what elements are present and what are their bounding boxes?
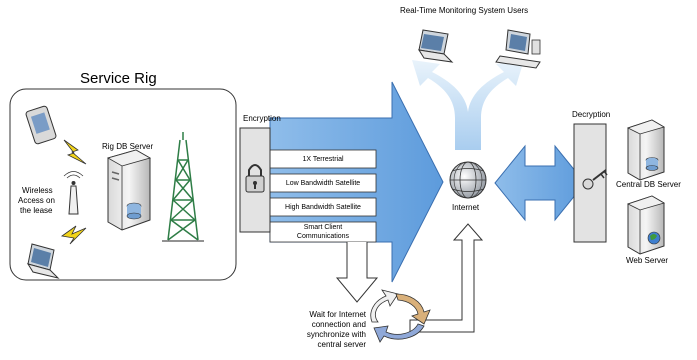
decryption-label: Decryption [572,110,611,119]
desktop-computer-icon [495,29,541,69]
sync-cycle-icon [370,289,431,343]
link-1x-terrestrial: 1X Terrestrial [302,156,344,163]
wireless-label-line1: Wireless [22,186,53,195]
lightning-icon [63,139,87,165]
pda-icon [25,105,57,145]
server-icon [626,195,666,255]
smart-client-down-arrow [335,242,379,303]
monitoring-users-label: Real-Time Monitoring System Users [400,6,529,15]
monitoring-fan-arrow [412,60,524,150]
link-smart-client-line1: Smart Client [303,224,343,231]
key-icon [582,169,608,190]
wireless-label-line2: Access on [18,196,55,205]
antenna-icon [63,171,84,215]
server-icon [626,119,666,181]
laptop-icon [417,29,454,63]
service-rig-title: Service Rig [80,70,157,87]
wait-label-line4: central server [317,340,366,349]
encryption-label: Encryption [243,114,281,123]
wireless-label-line3: the lease [20,206,53,215]
internet-label: Internet [452,203,480,212]
web-server-label: Web Server [626,256,669,265]
wait-label-line2: connection and [311,320,366,329]
link-smart-client-line2: Communications [296,233,350,240]
laptop-icon [26,243,60,279]
wait-label-line1: Wait for Internet [309,310,366,319]
lightning-icon [60,225,87,245]
central-db-server-label: Central DB Server [616,180,681,189]
rig-db-server-label: Rig DB Server [102,142,154,151]
oil-derrick-icon [162,132,204,242]
wait-label-line3: synchronize with [306,330,366,339]
sync-up-arrow [409,223,484,333]
globe-icon [449,161,487,199]
double-headed-arrow [494,144,586,222]
server-icon [106,149,152,231]
link-high-bandwidth-satellite: High Bandwidth Satellite [285,204,361,211]
link-low-bandwidth-satellite: Low Bandwidth Satellite [285,180,361,187]
padlock-icon [245,164,265,193]
